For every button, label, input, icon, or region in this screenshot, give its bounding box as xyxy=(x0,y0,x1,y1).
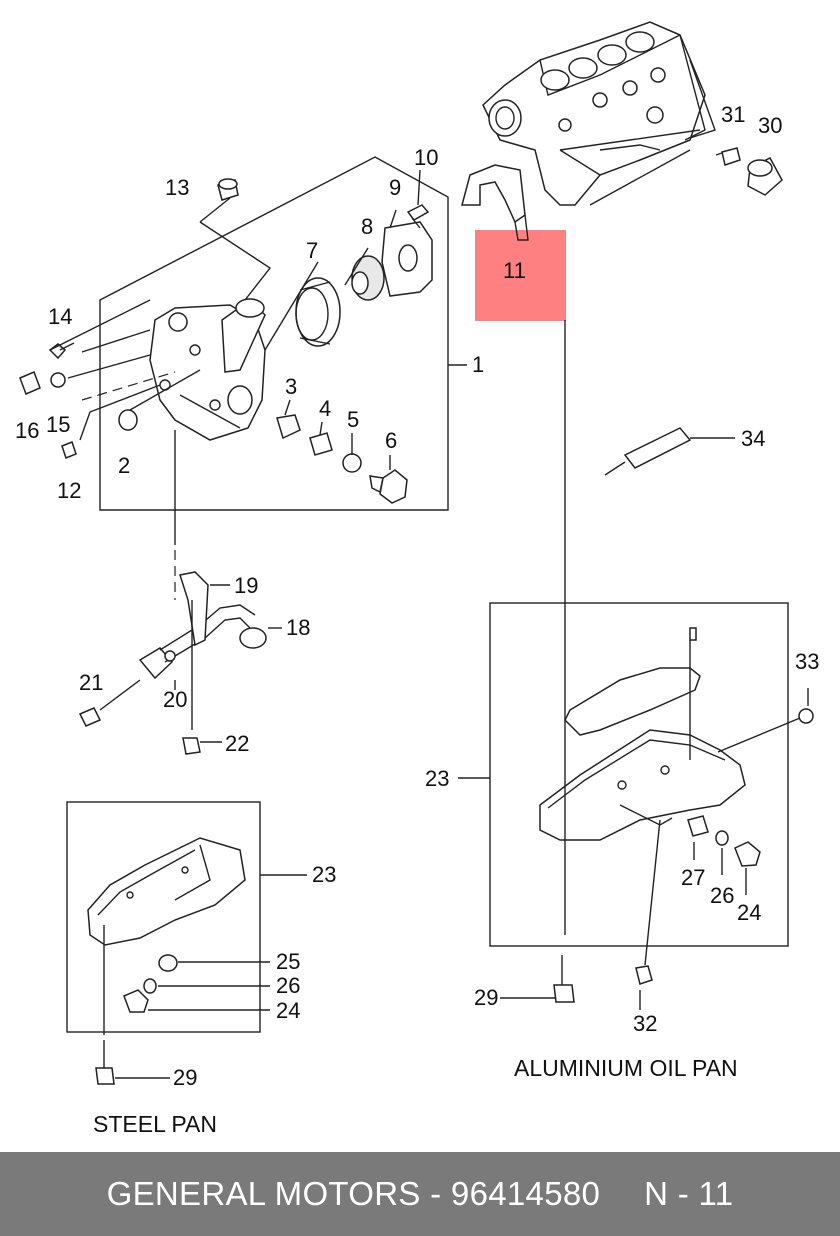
callout-9: 9 xyxy=(389,175,401,200)
callout-33: 33 xyxy=(795,649,819,674)
part-26-washer xyxy=(715,830,729,846)
callout-13: 13 xyxy=(165,175,189,200)
steel-leader-lines xyxy=(103,874,307,1079)
part-11-seal xyxy=(461,164,529,241)
part-9-cover xyxy=(381,221,433,297)
part-13-plug xyxy=(217,178,239,201)
callout-29-aluminium: 29 xyxy=(474,985,498,1010)
part-34-sealant-tube xyxy=(604,427,735,476)
engine-block xyxy=(482,21,716,206)
part-24-drain-plug xyxy=(734,841,761,867)
pump-group-frame xyxy=(99,156,449,511)
oil-pump-body xyxy=(149,298,266,441)
callout-11: 11 xyxy=(503,258,526,283)
part-32-plug xyxy=(635,965,653,985)
callout-22: 22 xyxy=(225,731,249,756)
callout-23-aluminium: 23 xyxy=(425,766,449,791)
part-33-plug xyxy=(798,708,814,724)
callout-27: 27 xyxy=(681,865,705,890)
caption-steel-pan: STEEL PAN xyxy=(93,1111,217,1137)
callout-10: 10 xyxy=(414,145,438,170)
part-4-spring xyxy=(309,432,333,456)
aluminium-leader-lines xyxy=(458,320,809,1010)
callout-26-aluminium: 26 xyxy=(710,883,734,908)
callout-23-steel: 23 xyxy=(312,862,336,887)
callout-34: 34 xyxy=(741,426,765,451)
part-26-washer-steel xyxy=(143,978,157,994)
callout-31: 31 xyxy=(721,102,745,127)
callout-8: 8 xyxy=(361,214,373,239)
part-3-plunger xyxy=(276,414,301,440)
callout-14: 14 xyxy=(48,304,72,329)
callout-26-steel: 26 xyxy=(276,973,300,998)
part-16-plug xyxy=(19,371,41,395)
part-29-bolt-aluminium xyxy=(553,955,575,1003)
part-5-washer xyxy=(342,453,362,473)
part-12-pin xyxy=(61,441,77,459)
part-8-gear xyxy=(351,255,385,301)
pump-leader-lines xyxy=(49,169,467,600)
callout-18: 18 xyxy=(286,615,310,640)
callout-32: 32 xyxy=(633,1011,657,1036)
exploded-parts-diagram: 1 2 3 4 5 6 7 8 9 10 11 12 13 14 15 16 1… xyxy=(15,21,819,1137)
part-22-bolt xyxy=(182,737,201,755)
part-14-bolt xyxy=(48,342,75,360)
part-30-oil-filter xyxy=(747,157,783,196)
callout-20: 20 xyxy=(163,687,187,712)
callout-6: 6 xyxy=(385,428,397,453)
part-27-strainer xyxy=(687,815,709,837)
tube-leader-lines xyxy=(99,584,282,743)
part-24-plug-steel xyxy=(123,989,149,1013)
part-31-plug xyxy=(715,147,741,166)
callout-24-aluminium: 24 xyxy=(737,900,761,925)
aluminium-oil-pan xyxy=(539,627,746,841)
callout-30: 30 xyxy=(758,113,782,138)
callout-2: 2 xyxy=(118,453,130,478)
callout-3: 3 xyxy=(285,374,297,399)
callout-19: 19 xyxy=(234,573,258,598)
part-25-plug xyxy=(158,954,178,972)
callout-12: 12 xyxy=(57,478,81,503)
part-15-washer xyxy=(50,372,66,388)
callout-21: 21 xyxy=(79,670,103,695)
callout-29-steel: 29 xyxy=(173,1065,197,1090)
highlight-box-part-11 xyxy=(475,230,566,321)
callout-5: 5 xyxy=(347,407,359,432)
part-2-seal xyxy=(118,409,138,431)
steel-oil-pan xyxy=(87,837,246,946)
callout-25: 25 xyxy=(276,949,300,974)
footer-page-reference: N - 11 xyxy=(644,1175,734,1212)
callout-7: 7 xyxy=(306,238,318,263)
aluminium-pan-frame xyxy=(489,602,789,947)
part-7-outer-rotor xyxy=(295,277,341,347)
steel-pan-frame xyxy=(66,801,261,1033)
part-29-bolt-steel xyxy=(95,1040,115,1085)
part-10-bolt xyxy=(406,204,430,229)
callout-1: 1 xyxy=(472,352,484,377)
footer-brand-part-number: GENERAL MOTORS - 96414580 xyxy=(106,1175,601,1212)
callout-24-steel: 24 xyxy=(276,998,300,1023)
part-6-plug-bolt xyxy=(369,469,408,504)
footer-bar: GENERAL MOTORS - 96414580 N - 11 xyxy=(0,1152,840,1236)
callout-15: 15 xyxy=(46,412,70,437)
callout-16: 16 xyxy=(15,418,39,443)
oil-pickup-tube xyxy=(138,571,267,680)
callout-4: 4 xyxy=(319,396,331,421)
caption-aluminium-oil-pan: ALUMINIUM OIL PAN xyxy=(514,1055,738,1081)
part-21-bolt xyxy=(78,707,102,727)
